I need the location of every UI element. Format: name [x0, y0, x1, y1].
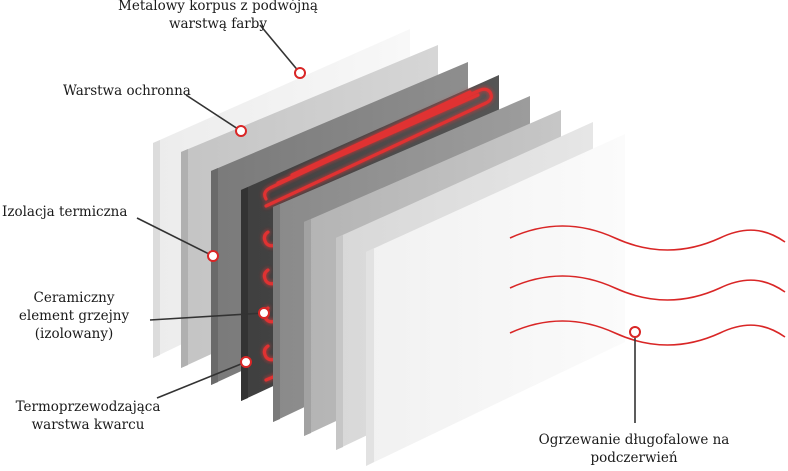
label-thermal-insulation: Izolacja termiczna — [2, 204, 128, 220]
marker-circles — [207, 67, 641, 368]
leader-metal-body — [259, 24, 301, 74]
leader-protective-layer — [185, 94, 242, 132]
leader-lines — [136, 24, 636, 423]
heating-coil — [262, 87, 493, 382]
label-metal-body-line2: warstwą farby — [168, 16, 268, 32]
label-metal-body-line1: Metalowy korpus z podwójną — [118, 0, 318, 14]
label-protective-layer: Warstwa ochronna — [63, 83, 191, 99]
leader-thermal-insulation — [136, 217, 214, 257]
label-quartz-layer: Termoprzewodzająca warstwa kwarcu — [8, 398, 168, 434]
marker-protective-layer — [235, 125, 247, 137]
marker-thermal-insulation — [207, 250, 219, 262]
marker-quartz-layer — [240, 356, 252, 368]
label-ceramic-element-line3: (izolowany) — [34, 326, 114, 342]
label-infrared-heating: Ogrzewanie długofalowe na podczerwień — [526, 431, 742, 467]
label-ceramic-element: Ceramiczny element grzejny (izolowany) — [4, 289, 144, 343]
label-quartz-layer-line1: Termoprzewodzająca — [15, 399, 161, 415]
infrared-wave-1 — [509, 225, 786, 251]
infrared-waves — [509, 225, 786, 346]
label-ceramic-element-line2: element grzejny — [18, 308, 130, 324]
label-quartz-layer-line2: warstwa kwarcu — [31, 417, 145, 433]
label-infrared-heating-line1: Ogrzewanie długofalowe na — [538, 432, 730, 448]
marker-ceramic-element — [258, 307, 270, 319]
leader-ceramic-element — [149, 312, 265, 321]
label-ceramic-element-line1: Ceramiczny — [33, 290, 115, 306]
label-metal-body: Metalowy korpus z podwójną warstwą farby — [112, 0, 324, 33]
infrared-wave-2 — [509, 275, 786, 301]
marker-metal-body — [294, 67, 306, 79]
infrared-wave-3 — [509, 320, 786, 346]
leader-quartz-layer — [156, 361, 247, 399]
marker-infrared-heating — [629, 326, 641, 338]
panel-front — [366, 134, 625, 466]
label-infrared-heating-line2: podczerwień — [590, 450, 678, 466]
